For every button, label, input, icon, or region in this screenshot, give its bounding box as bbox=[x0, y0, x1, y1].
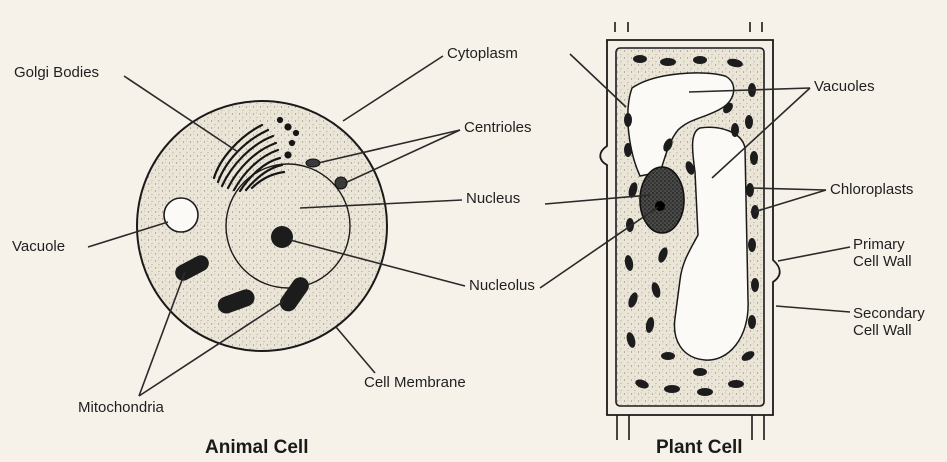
vacuole bbox=[164, 198, 198, 232]
plant-cell bbox=[540, 22, 850, 440]
label-secondary-cell-wall: Secondary Cell Wall bbox=[853, 305, 925, 339]
title-animal-cell: Animal Cell bbox=[205, 437, 308, 459]
animal-cell bbox=[88, 56, 465, 396]
plant-nucleolus bbox=[655, 201, 665, 211]
label-vacuole: Vacuole bbox=[12, 238, 65, 255]
label-cytoplasm: Cytoplasm bbox=[447, 45, 518, 62]
label-nucleolus: Nucleolus bbox=[469, 277, 535, 294]
nucleus bbox=[226, 164, 350, 288]
label-nucleus: Nucleus bbox=[466, 190, 520, 207]
label-chloroplasts: Chloroplasts bbox=[830, 181, 913, 198]
label-centrioles: Centrioles bbox=[464, 119, 532, 136]
label-golgi-bodies: Golgi Bodies bbox=[14, 64, 99, 81]
label-cell-membrane: Cell Membrane bbox=[364, 374, 466, 391]
nucleolus bbox=[271, 226, 293, 248]
plant-nucleus bbox=[640, 167, 684, 233]
label-vacuoles: Vacuoles bbox=[814, 78, 875, 95]
label-primary-cell-wall: Primary Cell Wall bbox=[853, 236, 912, 270]
title-plant-cell: Plant Cell bbox=[656, 437, 743, 459]
label-mitochondria: Mitochondria bbox=[78, 399, 164, 416]
